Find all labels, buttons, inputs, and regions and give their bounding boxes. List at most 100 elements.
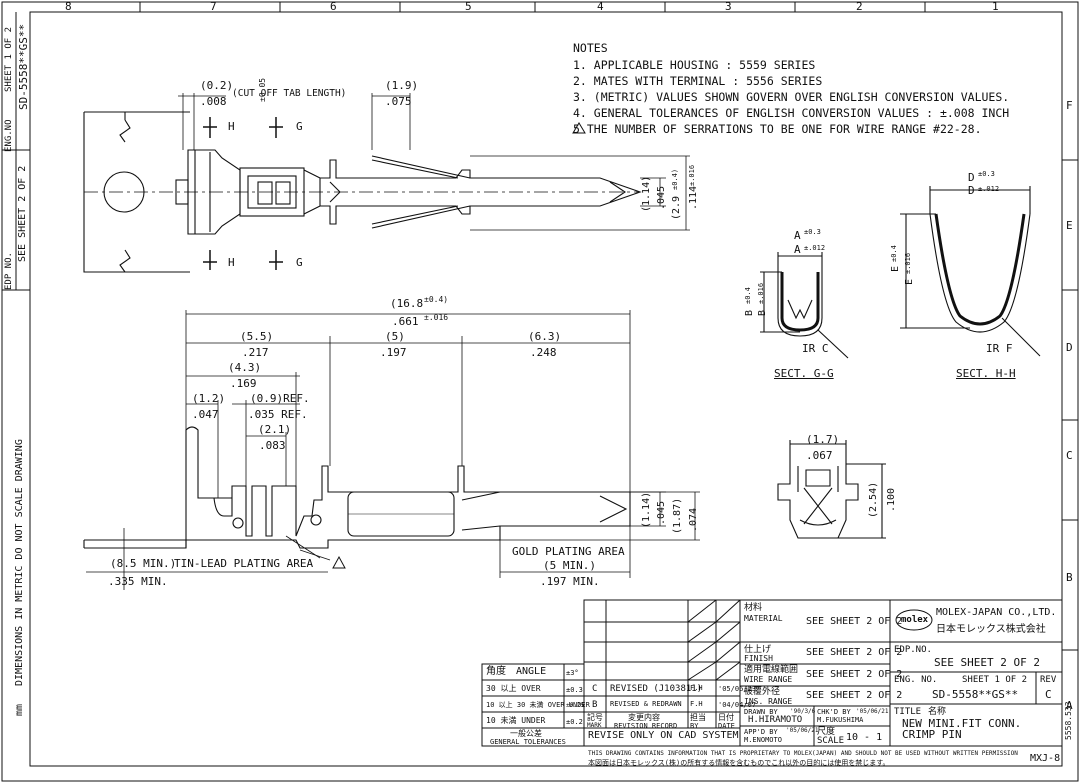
- form-code: MXJ-8: [1030, 753, 1061, 764]
- col-label-7: 7: [210, 0, 217, 13]
- tb-edp-no: EDP.NO.: [894, 645, 932, 655]
- section-h-h: [900, 186, 1041, 357]
- col-label-6: 6: [330, 0, 337, 13]
- side-eng-no: ENG.NO: [4, 119, 14, 152]
- sect-gg-b1-tol: ±0.4: [744, 287, 752, 304]
- tol-general: GENERAL TOLERANCES: [490, 738, 566, 746]
- rev-hdr-mark-en: MARK: [587, 722, 602, 729]
- notes-title: NOTES: [573, 41, 608, 55]
- tb-chkd-by: CHK'D BY: [817, 708, 851, 716]
- row-label-f: F: [1066, 99, 1073, 112]
- dim-end-w: (1.7): [806, 433, 840, 446]
- dim-tin-label: TIN-LEAD PLATING AREA: [174, 557, 314, 570]
- tb-chkd-date: '05/06/21: [856, 708, 889, 715]
- tb-material-val: SEE SHEET 2 OF 2: [806, 616, 903, 627]
- dim-overall-in-tol: ±.016: [424, 313, 449, 322]
- dim-cutoff-in: .008: [200, 95, 227, 108]
- tb-sheet: SHEET 1 OF 2: [962, 675, 1028, 685]
- side-sheet-label: SHEET 1 OF 2: [4, 26, 14, 92]
- sect-hh-e1: E: [890, 265, 901, 272]
- rev-hdr-desc: REVISION RECORD: [614, 722, 678, 730]
- sect-gg-ir: IR C: [802, 342, 829, 355]
- tol-row-2-val: ±0.25: [566, 702, 585, 709]
- dim-overall-mm: (16.8: [390, 297, 424, 310]
- col-label-4: 4: [597, 0, 604, 13]
- dim-5-in: .197: [380, 346, 407, 359]
- tb-wire-val: SEE SHEET 2 OF 2: [806, 669, 903, 680]
- sect-hh-label: SECT. H-H: [956, 367, 1016, 380]
- dim-end-h: (2.54): [868, 481, 879, 518]
- dim-tip-mm: (1.9): [385, 79, 419, 92]
- tol-row-3: 10 未満 UNDER: [486, 716, 546, 725]
- dim-cutoff-tol: ±0.05: [258, 77, 267, 102]
- tol-row-1-val: ±0.3: [566, 686, 583, 694]
- rev-hdr-by-jp: 担当: [690, 713, 706, 722]
- rev-b-mark: B: [592, 700, 598, 710]
- tol-angle-jp: 角度: [486, 666, 506, 677]
- sect-gg-label: SECT. G-G: [774, 367, 834, 380]
- tb-chkd-name: M.FUKUSHIMA: [817, 716, 864, 724]
- dim-55-in: .217: [242, 346, 269, 359]
- rev-c-mark: C: [592, 684, 598, 694]
- tb-title-jp: 名称: [928, 707, 947, 717]
- tb-ins-jp: 被覆外径: [744, 687, 781, 697]
- tol-general-jp: 一般公差: [510, 729, 542, 738]
- dim-09-in: .035 REF.: [248, 408, 308, 421]
- note-2: 2. MATES WITH TERMINAL : 5556 SERIES: [573, 74, 823, 88]
- top-view-dim-lines: [178, 93, 690, 231]
- tb-drawn-by: DRAWN BY: [744, 708, 778, 716]
- tb-ins-val: SEE SHEET 2 OF 2: [806, 690, 903, 701]
- tb-appd-date: '05/06/21: [786, 727, 819, 734]
- top-view-section-marks: [203, 117, 283, 270]
- col-label-1: 1: [992, 0, 999, 13]
- sect-hh-d1-tol: ±0.3: [978, 170, 995, 178]
- sect-hh-e2: E: [904, 278, 915, 285]
- rev-hdr-by: BY: [690, 722, 699, 730]
- sect-gg-b2: B: [757, 309, 768, 316]
- dim-43-mm: (4.3): [228, 361, 262, 374]
- rev-c-date: '05/06/23: [718, 685, 756, 693]
- note-4: 4. GENERAL TOLERANCES OF ENGLISH CONVERS…: [573, 106, 1010, 120]
- rev-b-by: F.H: [690, 700, 703, 708]
- dim-tip-in: .075: [385, 95, 412, 108]
- dim-top-w2: .114: [688, 185, 699, 210]
- dim-gold-label: GOLD PLATING AREA: [512, 545, 625, 558]
- dim-cutoff-label: (CUT OFF TAB LENGTH): [232, 88, 347, 99]
- dim-43-in: .169: [230, 377, 257, 390]
- dim-side-h2: (1.87): [672, 497, 683, 534]
- dim-side-h1: (1.14): [641, 491, 652, 528]
- note-3: 3. (METRIC) VALUES SHOWN GOVERN OVER ENG…: [573, 90, 1010, 104]
- note-1: 1. APPLICABLE HOUSING : 5559 SERIES: [573, 58, 816, 72]
- proprietary-jp: 本図面は日本モレックス(株)の所有する情報を含むものでこれ以外の目的には使用を禁…: [588, 759, 890, 767]
- proprietary-en: THIS DRAWING CONTAINS INFORMATION THAT I…: [588, 750, 1018, 757]
- tb-rev: REV: [1040, 675, 1057, 685]
- tb-wire: WIRE RANGE: [744, 675, 793, 684]
- sect-hh-e2-tol: ±.016: [904, 252, 912, 274]
- sect-gg-a1: A: [794, 229, 801, 242]
- tb-eng-no: ENG. NO.: [894, 675, 938, 685]
- rev-b-date: '04/04/07: [718, 701, 756, 709]
- tb-scale: SCALE: [817, 736, 845, 746]
- end-view: [777, 440, 886, 539]
- section-g-label-top: G: [296, 120, 303, 133]
- tol-row-2: 10 以上 30 未満 OVER UNDER: [486, 701, 590, 709]
- section-h-label-bottom: H: [228, 256, 235, 269]
- col-label-2: 2: [856, 0, 863, 13]
- note-5: 5 THE NUMBER OF SERRATIONS TO BE ONE FOR…: [573, 122, 982, 136]
- dim-end-w-in: .067: [806, 449, 833, 462]
- tb-finish-jp: 仕上げ: [744, 645, 772, 655]
- col-label-3: 3: [725, 0, 732, 13]
- tol-angle: ANGLE: [516, 666, 547, 677]
- pin-top-view: [83, 111, 642, 273]
- tb-appd-name: M.ENOMOTO: [744, 736, 782, 744]
- sect-gg-b1: B: [744, 309, 755, 316]
- sect-gg-a2: A: [794, 243, 801, 256]
- dim-55-mm: (5.5): [240, 330, 274, 343]
- sect-hh-d1: D: [968, 171, 975, 184]
- rev-hdr-date: DATE: [718, 722, 735, 730]
- rev-hdr-date-jp: 日付: [718, 713, 734, 722]
- sect-gg-a2-tol: ±.012: [804, 244, 826, 252]
- sect-gg-b2-tol: ±.016: [757, 282, 765, 304]
- dim-tin-in: .335 MIN.: [108, 575, 168, 588]
